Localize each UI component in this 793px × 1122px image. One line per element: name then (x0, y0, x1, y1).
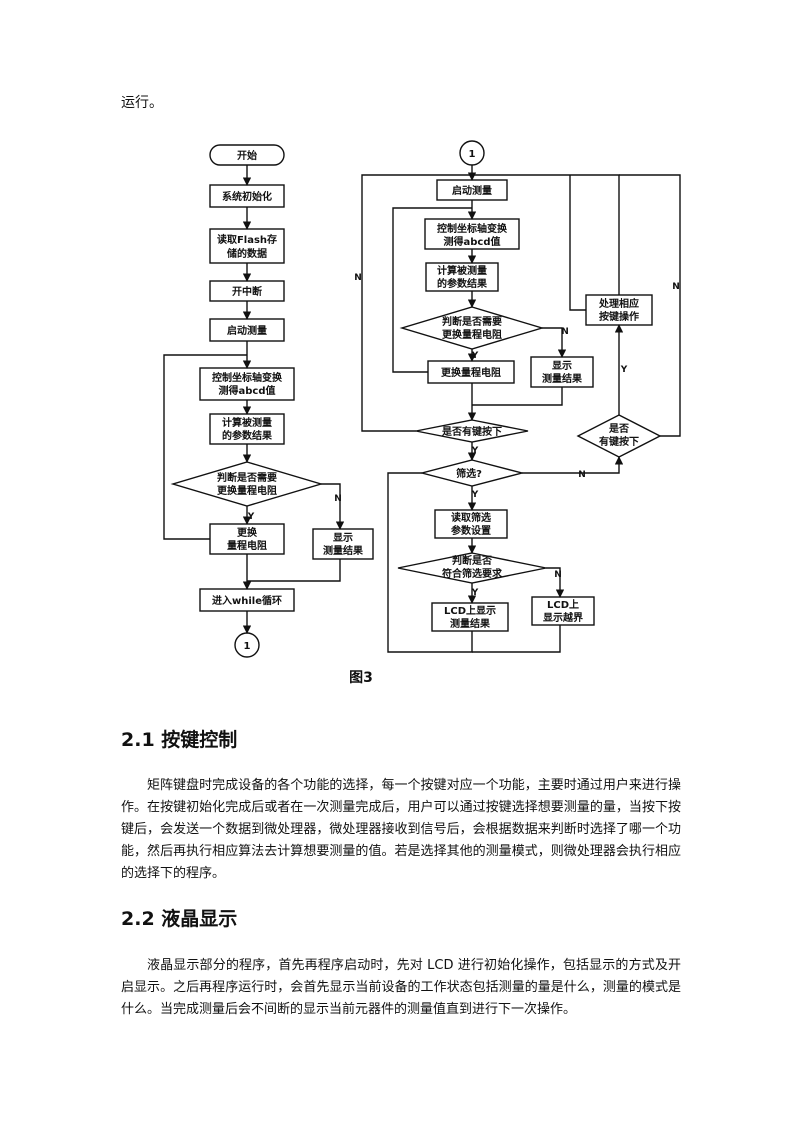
change-label-2: 量程电阻 (227, 539, 267, 552)
filter-label: 筛选? (456, 467, 482, 480)
read-flash-label-1: 读取Flash存 (217, 233, 277, 246)
r-display-label-2: 测量结果 (542, 372, 583, 385)
connector-start-label: 1 (469, 149, 476, 160)
key2-diamond (576, 414, 662, 458)
start-label: 开始 (237, 149, 257, 162)
left-no-label: N (334, 494, 342, 504)
key-pressed-no-label: N (354, 273, 362, 283)
read-filter-label-2: 参数设置 (451, 524, 491, 537)
r-calc-box (425, 262, 499, 292)
figure-caption: 图3 (349, 670, 373, 686)
key2-label-2: 有键按下 (599, 435, 639, 448)
meet-no-label: N (554, 570, 562, 580)
r-calc-label-1: 计算被测量 (437, 264, 487, 277)
section-paragraph-lcd-display: 液晶显示部分的程序，首先再程序启动时，先对 LCD 进行初始化操作，包括显示的方… (121, 958, 681, 1017)
display-label-1: 显示 (333, 532, 353, 544)
control-label-2: 测得abcd值 (219, 384, 276, 397)
judge-label-1: 判断是否需要 (217, 471, 277, 484)
read-flash-label-2: 储的数据 (226, 247, 267, 260)
flowchart-figure: 开始 系统初始化 读取Flash存 储的数据 开中断 启动测量 控制坐标轴变换 … (163, 140, 681, 686)
r-change-label: 更换量程电阻 (441, 366, 501, 379)
key-pressed-yes-label: Y (471, 446, 479, 456)
connector-end-label: 1 (244, 641, 251, 652)
r-judge-diamond (399, 306, 545, 350)
lcd-show-label-2: 测量结果 (450, 617, 491, 630)
section-paragraph-key-control: 矩阵键盘时完成设备的各个功能的选择，每一个按键对应一个功能，主要时通过用户来进行… (121, 778, 681, 881)
r-judge-no-label: N (561, 327, 569, 337)
interrupt-label: 开中断 (232, 285, 262, 298)
start-measure-label: 启动测量 (227, 324, 267, 337)
r-control-label-2: 测得abcd值 (444, 235, 501, 248)
control-label-1: 控制坐标轴变换 (212, 371, 283, 384)
r-judge-label-2: 更换量程电阻 (442, 328, 502, 341)
intro-tail-text: 运行。 (121, 95, 163, 111)
r-control-label-1: 控制坐标轴变换 (437, 222, 508, 235)
section-heading-key-control: 2.1 按键控制 (121, 729, 238, 751)
change-label-1: 更换 (237, 526, 258, 539)
key2-label-1: 是否 (608, 423, 629, 435)
meet-label-1: 判断是否 (452, 554, 492, 567)
meet-label-2: 符合筛选要求 (442, 567, 503, 580)
key2-yes-label: Y (620, 365, 628, 375)
calc-label-1: 计算被测量 (222, 416, 272, 429)
section-heading-lcd-display: 2.2 液晶显示 (121, 908, 238, 930)
judge-diamond (170, 461, 324, 507)
calc-label-2: 的参数结果 (222, 429, 273, 442)
while-label: 进入while循环 (212, 594, 282, 607)
r-judge-label-1: 判断是否需要 (442, 315, 502, 328)
filter-yes-label: Y (471, 490, 479, 500)
filter-no-label: N (578, 470, 586, 480)
lcd-show-label-1: LCD上显示 (444, 604, 496, 617)
read-filter-label-1: 读取筛选 (451, 511, 491, 524)
key2-no-label: N (672, 282, 680, 292)
display-label-2: 测量结果 (323, 544, 364, 557)
lcd-over-label-2: 显示越界 (543, 611, 583, 624)
r-judge-yes-label: Y (471, 351, 479, 361)
handle-label-2: 按键操作 (599, 310, 639, 323)
lcd-over-label-1: LCD上 (547, 598, 579, 611)
judge-label-2: 更换量程电阻 (217, 484, 277, 497)
key-pressed-label: 是否有键按下 (441, 425, 502, 438)
r-start-measure-label: 启动测量 (452, 184, 492, 197)
r-display-label-1: 显示 (552, 360, 572, 372)
left-yes-label: Y (247, 512, 255, 522)
meet-yes-label: Y (471, 588, 479, 598)
init-label: 系统初始化 (222, 190, 272, 203)
r-calc-label-2: 的参数结果 (437, 277, 488, 290)
handle-label-1: 处理相应 (598, 297, 639, 310)
